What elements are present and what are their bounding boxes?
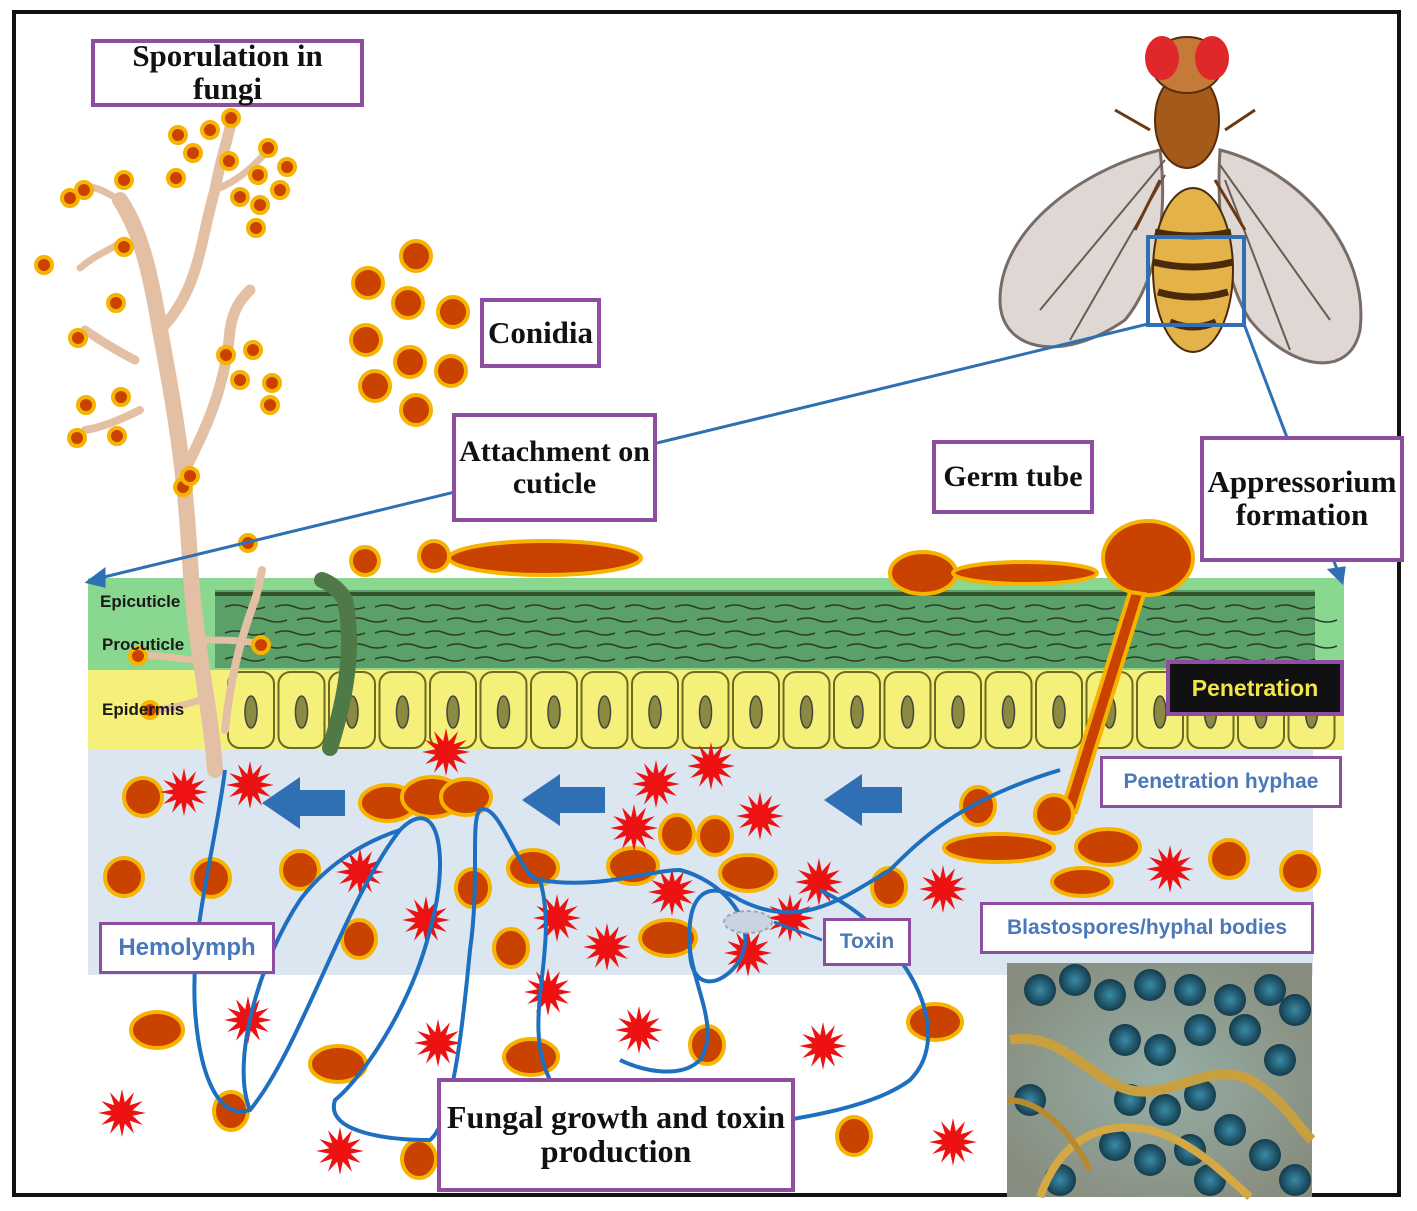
germ-tube-label: Germ tube xyxy=(932,440,1094,514)
penetration-label: Penetration xyxy=(1166,660,1344,716)
flow-arrow-icon xyxy=(262,774,902,829)
conidiophore-icon xyxy=(71,112,357,778)
toxin-vesicle xyxy=(723,910,773,934)
procuticle-layer xyxy=(215,590,1315,668)
toxin-pointer xyxy=(773,920,823,942)
conidia-label: Conidia xyxy=(480,298,601,368)
blastospores-label: Blastospores/hyphal bodies xyxy=(980,902,1314,954)
fungal-growth-label: Fungal growth and toxin production xyxy=(437,1078,795,1192)
hemolymph-label: Hemolymph xyxy=(99,922,275,974)
epicuticle-label: Epicuticle xyxy=(100,592,181,611)
epidermis-label: Epidermis xyxy=(102,700,185,719)
fungus-micrograph xyxy=(1006,963,1316,1200)
attachment-label: Attachment on cuticle xyxy=(452,413,657,522)
surface-fungal-structures xyxy=(349,519,1195,835)
toxin-label: Toxin xyxy=(823,918,911,966)
procuticle-label: Procuticle xyxy=(102,635,185,654)
hyphal-bodies xyxy=(103,775,1321,1180)
sporulation-label: Sporulation in fungi xyxy=(91,39,364,107)
appressorium-label: Appressorium formation xyxy=(1200,436,1404,562)
conidia-cluster xyxy=(349,239,470,427)
penetration-hyphae-label: Penetration hyphae xyxy=(1100,756,1342,808)
fruit-fly-icon xyxy=(998,36,1363,365)
